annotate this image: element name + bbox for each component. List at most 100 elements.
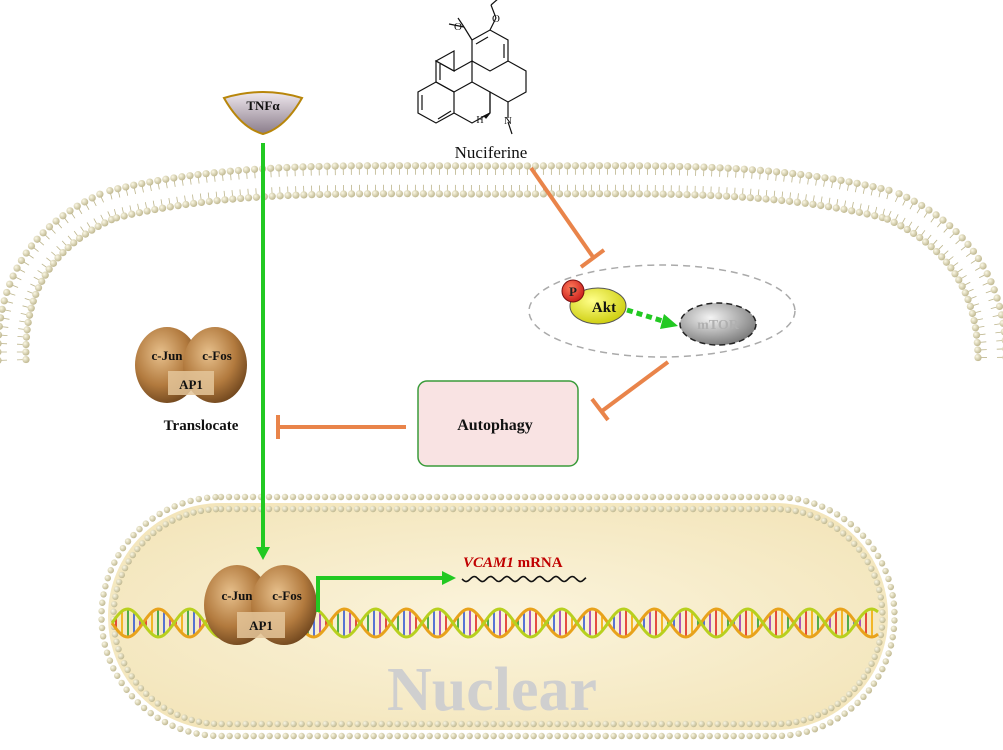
- lipid-head: [213, 197, 221, 205]
- nuclear-lipid-head: [522, 732, 529, 740]
- nuclear-lipid-head: [481, 505, 489, 513]
- lipid-head: [419, 190, 427, 198]
- akt-to-mtor-arrow-head: [660, 314, 678, 329]
- lipid-head: [166, 203, 174, 211]
- phospho-label: P: [569, 284, 577, 299]
- lipid-head: [23, 326, 31, 334]
- nuclear-c-fos-label: c-Fos: [272, 588, 302, 603]
- nuclear-lipid-head: [345, 505, 353, 513]
- nuclear-lipid-head: [803, 728, 811, 735]
- nuclear-lipid-head: [878, 560, 886, 567]
- nuclear-lipid-head: [110, 608, 117, 615]
- cytoplasmic-c-jun-label: c-Jun: [151, 348, 183, 363]
- nuclear-lipid-head: [554, 732, 561, 740]
- lipid-head: [210, 169, 218, 177]
- nuclear-lipid-head: [226, 720, 233, 728]
- nuclear-lipid-head: [241, 505, 249, 513]
- lipid-head: [339, 190, 348, 198]
- lipid-head: [961, 289, 969, 297]
- lipid-head: [848, 207, 856, 215]
- nuclear-lipid-head: [787, 731, 794, 739]
- nuclear-lipid-head: [770, 720, 777, 728]
- lipid-head: [324, 190, 332, 198]
- nuclear-lipid-head: [674, 732, 681, 740]
- nuclear-lipid-head: [737, 493, 745, 501]
- nuclear-lipid-head: [529, 505, 537, 513]
- lipid-head: [443, 162, 452, 170]
- nuclear-lipid-head: [602, 732, 609, 740]
- nuclear-lipid-head: [546, 732, 553, 740]
- nuclear-lipid-head: [642, 720, 649, 728]
- autophagy-inhibition-arrow: [276, 415, 406, 439]
- nuclear-lipid-head: [258, 732, 265, 740]
- nuclear-lipid-head: [770, 732, 777, 740]
- lipid-head: [627, 162, 636, 170]
- akt-label: Akt: [592, 300, 616, 316]
- nuclear-lipid-head: [130, 531, 137, 539]
- mrna-suffix-label: mRNA: [514, 555, 563, 571]
- lipid-head: [244, 194, 253, 202]
- nuclear-lipid-head: [811, 500, 818, 507]
- nuclear-lipid-head: [258, 720, 265, 728]
- nuclear-lipid-head: [793, 718, 800, 726]
- nuclear-lipid-head: [250, 720, 257, 728]
- lipid-head: [419, 162, 428, 170]
- cytoplasmic-c-fos-label: c-Fos: [202, 348, 232, 363]
- akt-node: [569, 287, 627, 325]
- nuclear-lipid-head: [537, 505, 545, 513]
- nuclear-lipid-head: [885, 575, 892, 583]
- nuclear-lipid-head: [338, 720, 345, 728]
- lipid-head: [283, 163, 291, 172]
- nuclear-lipid-head: [322, 720, 329, 728]
- nuclear-lipid-head: [554, 720, 561, 728]
- lipid-head: [611, 190, 619, 198]
- nucleus: Nuclear: [98, 493, 898, 740]
- nuclear-lipid-head: [128, 693, 136, 700]
- lipid-head: [635, 162, 644, 170]
- nuclear-lipid-head: [641, 493, 649, 501]
- nuclear-lipid-head: [562, 732, 569, 740]
- lipid-head: [579, 190, 588, 198]
- nuclear-lipid-head: [665, 505, 673, 513]
- lipid-head: [805, 171, 813, 180]
- nuclear-lipid-head: [769, 493, 777, 501]
- lipid-head: [531, 162, 539, 170]
- lipid-head: [59, 248, 67, 257]
- nuclear-lipid-head: [889, 592, 896, 599]
- nuclear-ap1-box: [237, 612, 285, 638]
- lipid-head: [861, 181, 869, 189]
- nuclear-lipid-head: [297, 505, 305, 513]
- nuclear-lipid-head: [482, 732, 489, 740]
- lipid-head: [190, 199, 198, 208]
- nuclear-lipid-head: [473, 493, 481, 501]
- lipid-head: [186, 172, 194, 180]
- lipid-head: [6, 280, 14, 288]
- lipid-head: [845, 178, 853, 186]
- nuclear-lipid-head: [856, 679, 863, 687]
- lipid-head: [738, 193, 747, 201]
- lipid-head: [70, 239, 78, 247]
- nuclear-lipid-head: [714, 720, 721, 728]
- nuclear-lipid-head: [853, 526, 861, 533]
- nuclear-lipid-head: [115, 578, 123, 586]
- lipid-head: [918, 201, 926, 210]
- nuclear-lipid-head: [690, 732, 697, 740]
- nuciferine-inhibition-arrow: [529, 166, 606, 269]
- nuclear-lipid-head: [490, 720, 497, 728]
- lipid-head: [308, 191, 316, 199]
- nuclear-lipid-head: [123, 686, 130, 693]
- vcam1-mrna-label: VCAM1 mRNA: [463, 555, 563, 571]
- lipid-head: [347, 162, 355, 170]
- lipid-head: [135, 209, 144, 217]
- lipid-head: [339, 162, 347, 170]
- lipid-head: [968, 309, 977, 318]
- lipid-head: [942, 258, 951, 266]
- lipid-head: [411, 190, 419, 198]
- lipid-head: [699, 191, 707, 199]
- lipid-head: [855, 208, 863, 216]
- nuclear-lipid-head: [877, 631, 885, 639]
- lipid-head: [363, 190, 372, 198]
- nuclear-lipid-head: [490, 732, 497, 740]
- lipid-head: [242, 166, 251, 174]
- nuclear-lipid-head: [210, 720, 218, 727]
